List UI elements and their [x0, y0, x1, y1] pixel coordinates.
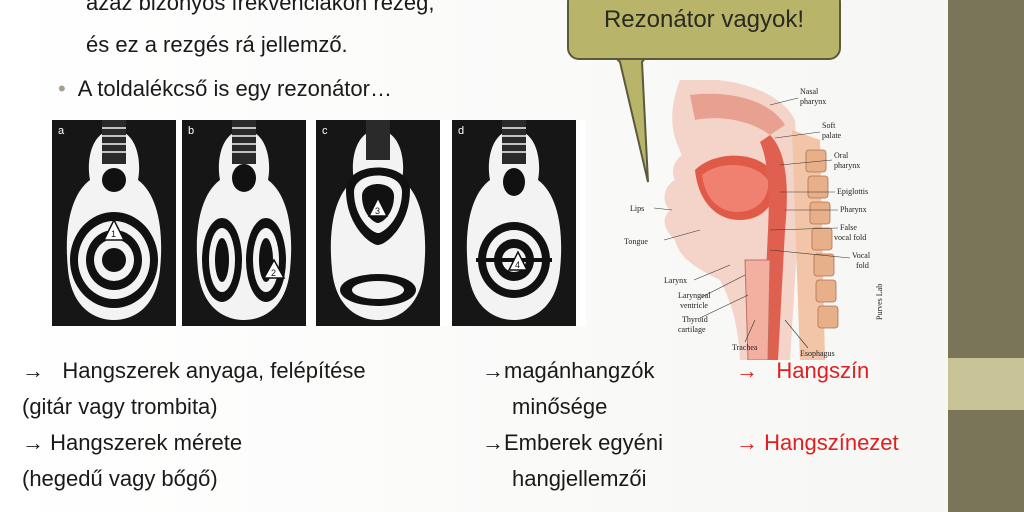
- panel-mark-3: 3: [375, 206, 380, 216]
- guitar-panel-d: d 4: [452, 120, 576, 326]
- red-arrow-icon: →: [736, 430, 758, 455]
- right-text-1: Hangszín: [776, 358, 870, 383]
- label-lips: Lips: [630, 204, 644, 213]
- label-thyroid: Thyroid: [682, 315, 708, 324]
- bullet-item: • A toldalékcső is egy rezonátor…: [58, 74, 392, 104]
- label-credit: Purves Lab: [875, 284, 884, 320]
- arrow-icon: →: [22, 358, 44, 383]
- guitar-panel-b: b 2: [182, 120, 306, 326]
- bullet-text: A toldalékcső is egy rezonátor…: [77, 76, 392, 101]
- panel-mark-2: 2: [271, 268, 276, 278]
- sidebar-dark-band-top: [948, 0, 1024, 358]
- sidebar-light-band: [948, 358, 1024, 410]
- mid-line-1: →magánhangzók: [482, 356, 654, 386]
- left-text-1: Hangszerek anyaga, felépítése: [62, 358, 366, 383]
- guitar-panel-c: c 3: [316, 120, 440, 326]
- label-trachea: Trachea: [732, 343, 758, 352]
- bullet-dot-icon: •: [58, 76, 66, 101]
- decorative-sidebar: [948, 0, 1024, 512]
- guitar-vibration-patterns: a 1 b 2: [52, 120, 586, 326]
- left-text-3: Hangszerek mérete: [50, 430, 243, 455]
- label-vocal: Vocal: [852, 251, 871, 260]
- vocal-tract-anatomy-diagram: Nasal pharynx Soft palate Oral pharynx E…: [624, 80, 884, 360]
- right-line-1: → Hangszín: [736, 356, 869, 386]
- panel-mark-1: 1: [111, 229, 116, 239]
- right-text-2: Hangszínezet: [764, 430, 899, 455]
- panel-letter-d: d: [458, 125, 464, 137]
- label-nasal: Nasal: [800, 87, 819, 96]
- label-esophagus: Esophagus: [800, 349, 835, 358]
- mid-text-2: minősége: [512, 394, 608, 419]
- speech-bubble: Rezonátor vagyok!: [567, 0, 841, 60]
- label-nasal-pharynx: pharynx: [800, 97, 826, 106]
- right-line-2: → Hangszínezet: [736, 428, 899, 458]
- label-cartilage: cartilage: [678, 325, 706, 334]
- left-line-3: → Hangszerek mérete: [22, 428, 242, 458]
- mid-line-3: →Emberek egyéni: [482, 428, 663, 458]
- label-oral: Oral: [834, 151, 849, 160]
- left-text-2: (gitár vagy trombita): [22, 394, 218, 419]
- guitar-panel-a: a 1: [52, 120, 176, 326]
- label-false-vocal-fold: vocal fold: [834, 233, 866, 242]
- mid-text-1: magánhangzók: [504, 358, 655, 383]
- label-fold: fold: [856, 261, 869, 270]
- mid-text-3: Emberek egyéni: [504, 430, 663, 455]
- mid-text-4: hangjellemzői: [512, 466, 647, 491]
- left-text-4: (hegedű vagy bőgő): [22, 466, 218, 491]
- label-larynx: Larynx: [664, 276, 687, 285]
- label-palate: palate: [822, 131, 842, 140]
- arrow-icon: →: [482, 358, 504, 383]
- body-text-line-2: és ez a rezgés rá jellemző.: [86, 32, 348, 57]
- panel-mark-4: 4: [515, 260, 520, 270]
- speech-bubble-text: Rezonátor vagyok!: [603, 6, 805, 33]
- label-pharynx: Pharynx: [840, 205, 867, 214]
- arrow-icon: →: [22, 430, 44, 455]
- label-leader-lines: [653, 97, 851, 349]
- slide: azaz bizonyos frekvenciákon rezeg, és ez…: [0, 0, 948, 512]
- panel-letter-c: c: [322, 125, 328, 137]
- label-tongue: Tongue: [624, 237, 648, 246]
- label-laryngeal: Laryngeal: [678, 291, 711, 300]
- label-ventricle: ventricle: [680, 301, 708, 310]
- body-text-line-1: azaz bizonyos frekvenciákon rezeg,: [86, 0, 435, 15]
- label-false: False: [840, 223, 857, 232]
- vertebrae: [805, 149, 839, 329]
- arrow-icon: →: [482, 430, 504, 455]
- label-soft: Soft: [822, 121, 836, 130]
- red-arrow-icon: →: [736, 358, 758, 383]
- panel-letter-b: b: [188, 125, 194, 137]
- panel-letter-a: a: [58, 125, 65, 137]
- label-oral-pharynx: pharynx: [834, 161, 860, 170]
- label-epiglottis: Epiglottis: [837, 187, 868, 196]
- sidebar-dark-band-bottom: [948, 410, 1024, 512]
- left-line-1: → Hangszerek anyaga, felépítése: [22, 356, 366, 386]
